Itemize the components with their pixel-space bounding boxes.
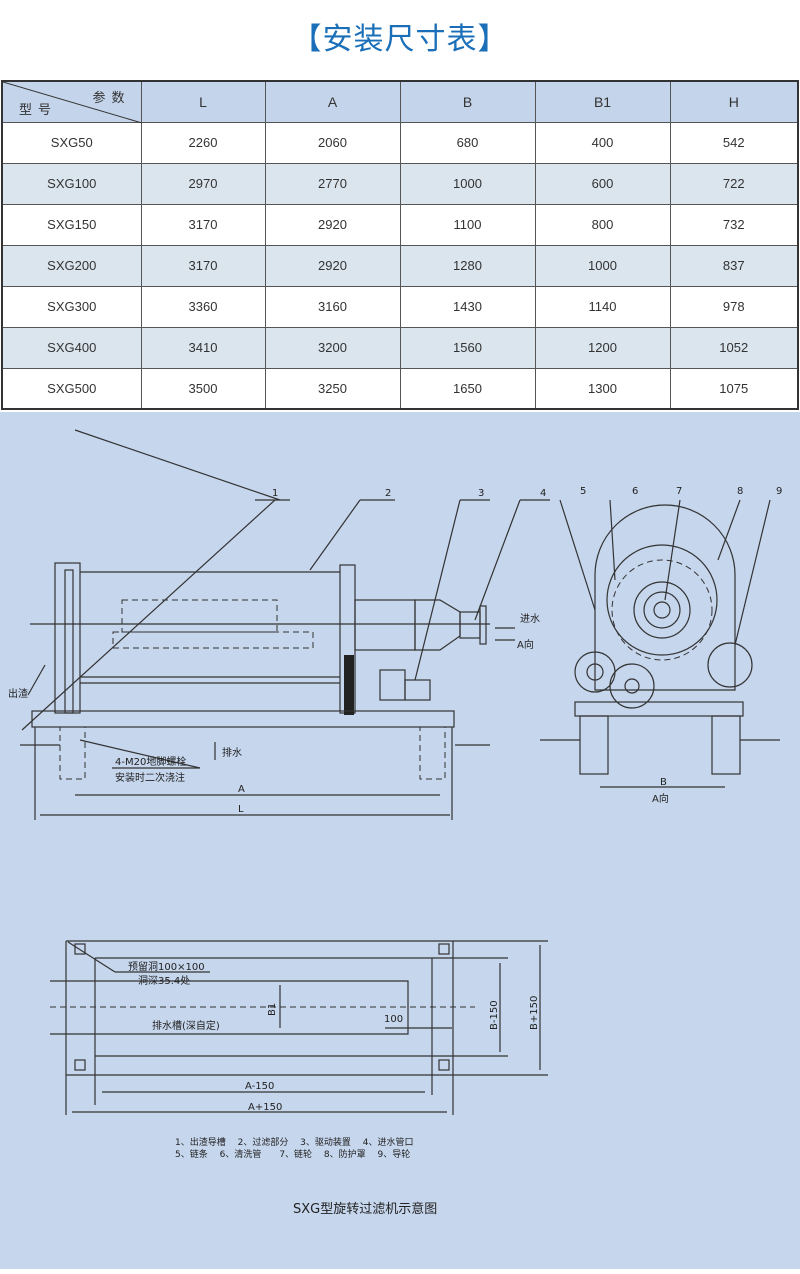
value-cell: 1430	[399, 285, 536, 328]
value-cell: 3200	[264, 326, 401, 369]
callout-8: 8	[737, 486, 743, 497]
header-cell: H	[669, 80, 799, 123]
value-cell: 3160	[264, 285, 401, 328]
model-cell: SXG100	[1, 162, 142, 205]
callout-9: 9	[776, 486, 782, 497]
value-cell: 1200	[534, 326, 671, 369]
value-cell: 978	[669, 285, 799, 328]
bolt-label: 4-M20地脚螺栓	[115, 755, 186, 768]
end-view-labels: 5 6 7 8 9 B A向	[580, 486, 782, 805]
hole-label: 预留洞100×100	[128, 960, 205, 973]
side-view-labels: 1 2 3 4 进水 A向 出渣 排水 4-M20地脚螺栓 安装时二次浇注 A …	[8, 488, 546, 815]
end-view-a-direction: A向	[652, 792, 669, 805]
dim-l-label: L	[238, 804, 244, 815]
plan-view-labels: 预留洞100×100 洞深35.4处 排水槽(深自定) 100 B1 B-150…	[128, 960, 540, 1217]
callout-1: 1	[272, 488, 278, 499]
value-cell: 1280	[399, 244, 536, 287]
value-cell: 2060	[264, 121, 401, 164]
callout-6: 6	[632, 486, 638, 497]
value-cell: 3500	[140, 367, 266, 410]
value-cell: 1650	[399, 367, 536, 410]
value-cell: 2970	[140, 162, 266, 205]
end-view	[540, 499, 780, 788]
callout-5: 5	[580, 486, 586, 497]
header-cell: B1	[534, 80, 671, 123]
drawing-caption: SXG型旋转过滤机示意图	[293, 1201, 437, 1217]
value-cell: 680	[399, 121, 536, 164]
value-cell: 2920	[264, 203, 401, 246]
value-cell: 1560	[399, 326, 536, 369]
value-cell: 1000	[534, 244, 671, 287]
corner-model: 型号	[19, 101, 58, 117]
table-header-row: 参数 型号 L A B B1 H	[1, 80, 799, 123]
corner-header: 参数 型号	[1, 80, 142, 123]
callout-4: 4	[540, 488, 546, 499]
plan-view	[50, 940, 548, 1115]
header-cell: L	[140, 80, 266, 123]
value-cell: 1052	[669, 326, 799, 369]
value-cell: 3170	[140, 203, 266, 246]
value-cell: 837	[669, 244, 799, 287]
value-cell: 3410	[140, 326, 266, 369]
callout-2: 2	[385, 488, 391, 499]
value-cell: 722	[669, 162, 799, 205]
value-cell: 1300	[534, 367, 671, 410]
side-view	[20, 429, 550, 820]
value-cell: 542	[669, 121, 799, 164]
trench-label: 排水槽(深自定)	[152, 1019, 220, 1032]
hole-depth-label: 洞深35.4处	[138, 975, 190, 987]
value-cell: 800	[534, 203, 671, 246]
dim-a-label: A	[238, 784, 245, 795]
value-cell: 600	[534, 162, 671, 205]
value-cell: 1075	[669, 367, 799, 410]
page-title: 【安装尺寸表】	[291, 22, 509, 57]
value-cell: 3170	[140, 244, 266, 287]
callout-7: 7	[676, 486, 682, 497]
header-cell: A	[264, 80, 401, 123]
callout-3: 3	[478, 488, 484, 499]
legend-line-1: 1、出渣导槽 2、过滤部分 3、驱动装置 4、进水管口	[175, 1136, 414, 1148]
diagonal-line	[3, 82, 142, 123]
legend-line-2: 5、链条 6、清洗管 7、链轮 8、防护罩 9、导轮	[175, 1148, 410, 1160]
a-direction-label: A向	[517, 638, 534, 651]
value-cell: 1140	[534, 285, 671, 328]
value-cell: 1100	[399, 203, 536, 246]
grout-label: 安装时二次浇注	[115, 771, 185, 784]
dim-b-minus-label: B-150	[489, 1000, 500, 1030]
header-cell: B	[399, 80, 536, 123]
dim-b1-label: B1	[267, 1003, 278, 1016]
dim-a-plus-label: A+150	[248, 1102, 282, 1113]
value-cell: 2260	[140, 121, 266, 164]
dim-b-plus-label: B+150	[529, 996, 540, 1030]
value-cell: 3250	[264, 367, 401, 410]
model-cell: SXG50	[1, 121, 142, 164]
model-cell: SXG300	[1, 285, 142, 328]
value-cell: 400	[534, 121, 671, 164]
dim-a-minus-label: A-150	[245, 1081, 274, 1092]
dim-b-label: B	[660, 777, 667, 788]
schematic-drawing: 1 2 3 4 进水 A向 出渣 排水 4-M20地脚螺栓 安装时二次浇注 A …	[0, 412, 800, 1269]
value-cell: 2770	[264, 162, 401, 205]
value-cell: 732	[669, 203, 799, 246]
value-cell: 3360	[140, 285, 266, 328]
dim-100-label: 100	[384, 1014, 403, 1025]
model-cell: SXG500	[1, 367, 142, 410]
model-cell: SXG400	[1, 326, 142, 369]
inlet-label: 进水	[520, 613, 540, 625]
value-cell: 2920	[264, 244, 401, 287]
model-cell: SXG200	[1, 244, 142, 287]
value-cell: 1000	[399, 162, 536, 205]
corner-param: 参数	[92, 90, 131, 105]
model-cell: SXG150	[1, 203, 142, 246]
outlet-label: 出渣	[8, 687, 28, 700]
drain-label: 排水	[222, 746, 242, 759]
